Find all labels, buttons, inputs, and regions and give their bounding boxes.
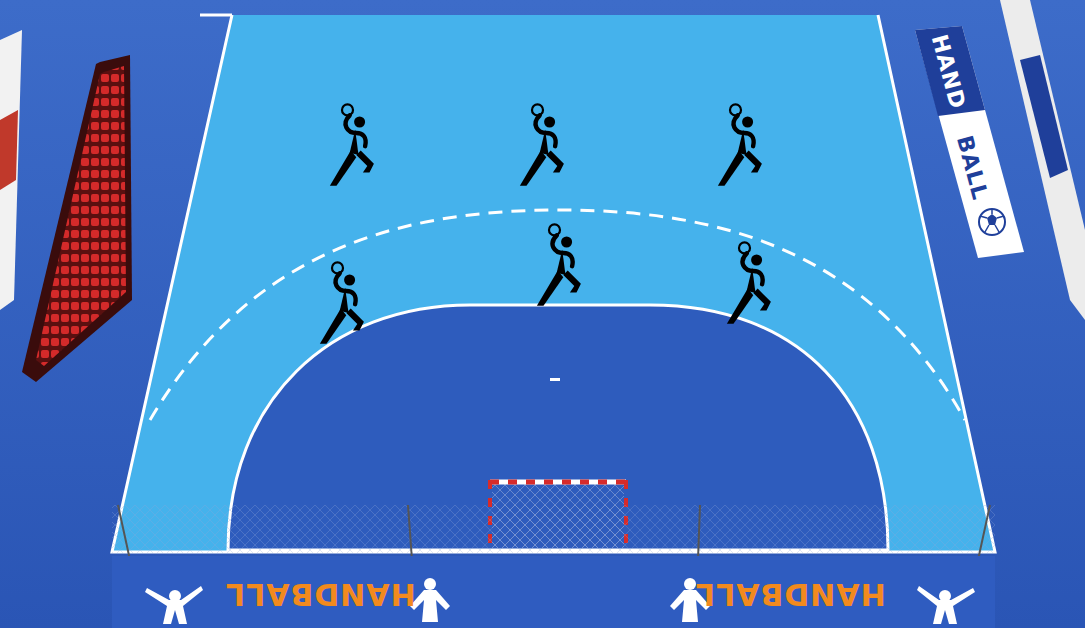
center-line-mark (200, 14, 232, 17)
penalty-mark (550, 378, 560, 381)
net-poles (118, 505, 990, 560)
advertising-board (112, 556, 995, 628)
edge-banner (0, 30, 22, 310)
player-icons (320, 104, 771, 343)
bench-seats (36, 66, 126, 366)
board-text: HANDBALL (225, 579, 416, 609)
court-surface (112, 15, 995, 552)
free-throw-line (150, 210, 965, 420)
side-banner (915, 26, 1024, 258)
banner-text: BALL (953, 133, 991, 202)
board-text: HANDBALL (695, 579, 886, 609)
safety-net (112, 505, 995, 553)
goalkeeper-silhouettes (145, 578, 975, 624)
banner-text: HAND (928, 32, 969, 111)
edge-banner-stripe (1020, 55, 1068, 178)
goal-crossbar-stripes (490, 480, 626, 485)
edge-banner-stripe (0, 110, 18, 190)
ball-icon (979, 209, 1005, 235)
court-lines (112, 15, 995, 552)
bench-frame (22, 55, 132, 382)
edge-banner (1000, 0, 1085, 320)
goal-crossbar (490, 480, 626, 485)
side-banner-top (915, 26, 985, 116)
